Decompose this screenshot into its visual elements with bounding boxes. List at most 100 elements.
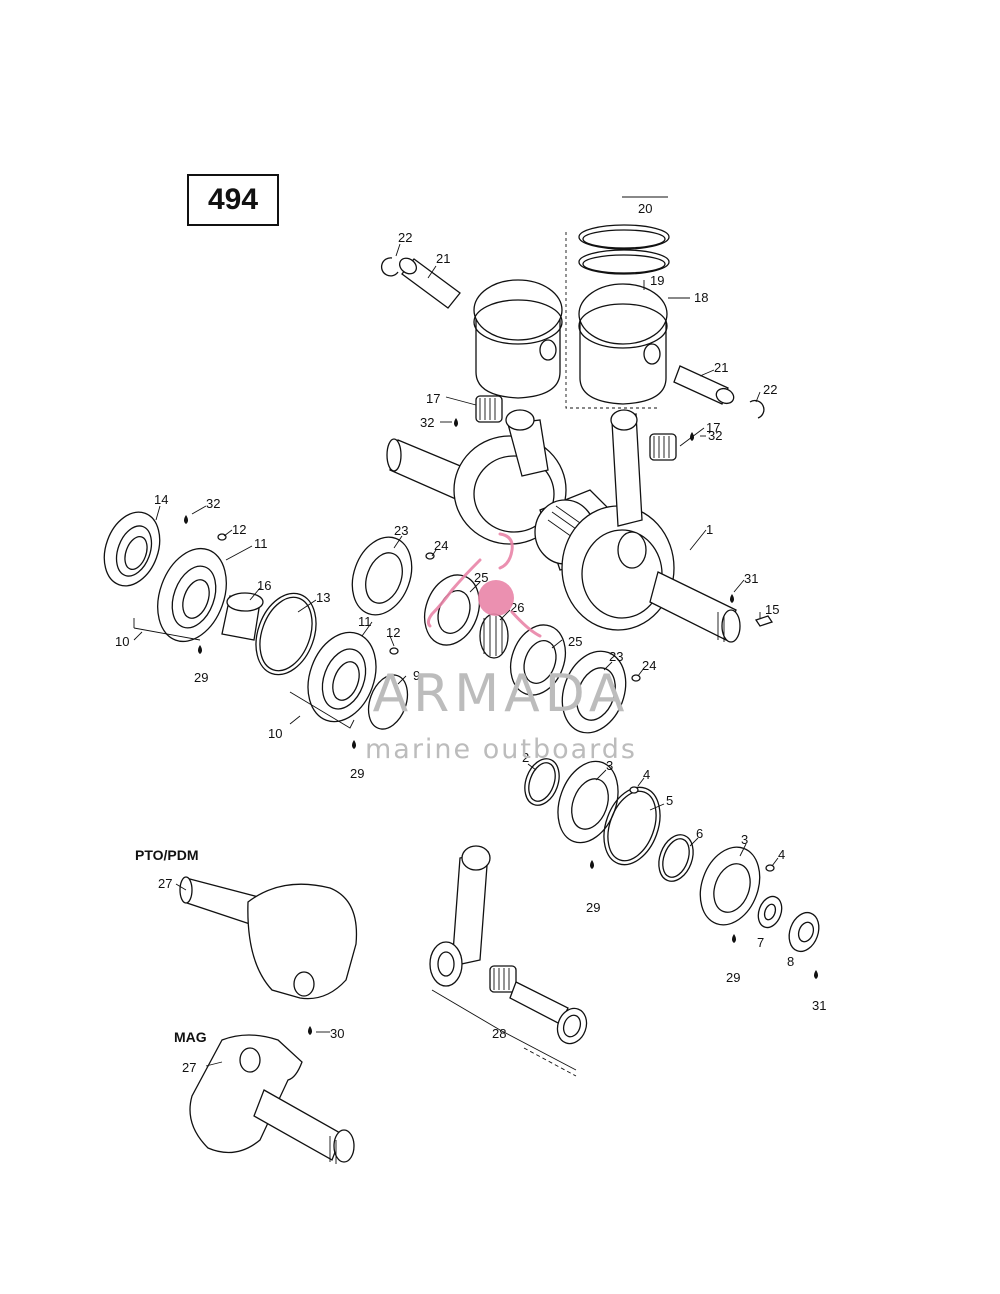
needle-bearing-right [649,433,677,461]
drop-icon [308,1026,312,1035]
washer-7 [757,895,783,929]
section-label-mag: MAG [174,1029,207,1045]
armada-logo-icon [426,532,542,638]
crankshaft-half-pto [179,876,358,1000]
callout-24: 24 [642,658,656,673]
callout-17: 17 [426,391,440,406]
piston-right [578,283,668,405]
callout-4: 4 [643,767,650,782]
ring-2 [524,758,560,806]
callout-12: 12 [386,625,400,640]
ring-5 [603,786,661,866]
callout-4: 4 [778,847,785,862]
callout-7: 7 [757,935,764,950]
callout-2: 2 [522,750,529,765]
bracket-10-lower [289,691,355,729]
callout-8: 8 [787,954,794,969]
callout-25: 25 [474,570,488,585]
callout-31: 31 [812,998,826,1013]
drop-icon [814,970,818,979]
callout-3: 3 [741,832,748,847]
bearing-23-lower [561,650,627,734]
callout-18: 18 [694,290,708,305]
callout-30: 30 [330,1026,344,1041]
callout-29: 29 [194,670,208,685]
pto-side-parts [103,511,641,730]
drop-icon [184,515,188,524]
connecting-rod-kit-28 [429,845,588,1077]
piston-pin-left [398,257,461,309]
bearing-3-upper [557,760,619,844]
crankshaft-assembly [386,409,741,643]
callout-29: 29 [726,970,740,985]
callout-31: 31 [744,571,758,586]
callout-32: 32 [708,428,722,443]
piston-ring-upper-inner [582,229,666,249]
callout-11: 11 [254,536,268,551]
mag-side-parts [524,615,820,953]
callout-22: 22 [763,382,777,397]
callout-15: 15 [765,602,779,617]
gear-26 [479,613,509,659]
callout-5: 5 [666,793,673,808]
callout-1: 1 [706,522,713,537]
drop-icon [352,740,356,749]
callout-21: 21 [714,360,728,375]
bearing-25-right [509,624,567,696]
callout-21: 21 [436,251,450,266]
ring-13 [255,592,317,676]
piston-group [381,224,765,461]
drop-icon [730,594,734,603]
needle-bearing-left [475,395,503,423]
drop-icon [198,645,202,654]
callout-labels: 1 2 3 3 4 4 5 6 7 8 9 10 10 11 11 12 12 … [115,201,826,1075]
nut-8 [788,911,820,953]
callout-28: 28 [492,1026,506,1041]
drop-icon [732,934,736,943]
piston-ring-upper [578,224,670,250]
ball-bearing-11-upper [157,547,227,643]
callout-24: 24 [434,538,448,553]
pin-24-lower [631,674,641,682]
callout-9: 9 [413,668,420,683]
section-label-pto: PTO/PDM [135,847,199,863]
callout-10: 10 [115,634,129,649]
callout-32: 32 [206,496,220,511]
callout-3: 3 [606,758,613,773]
callout-6: 6 [696,826,703,841]
callout-23: 23 [394,523,408,538]
circlip-right [749,399,765,419]
oil-seal-14 [103,511,161,587]
callout-25: 25 [568,634,582,649]
ring-9 [367,674,409,730]
callout-27: 27 [158,876,172,891]
callout-13: 13 [316,590,330,605]
callout-20: 20 [638,201,652,216]
pin-24-upper [425,552,435,560]
piston-pin-right [673,365,735,405]
callout-23: 23 [609,649,623,664]
pin-12-lower [389,647,399,655]
callout-10: 10 [268,726,282,741]
sleeve-16 [221,592,264,641]
callout-27: 27 [182,1060,196,1075]
ring-6 [658,834,694,882]
pin-4-lower [765,864,775,872]
circlip-left [381,257,399,277]
key-15 [754,615,774,627]
pin-4-upper [629,786,639,794]
bearing-23-upper [351,536,413,616]
bracket-10-upper [133,618,201,641]
callout-17: 17 [706,420,720,435]
callout-29: 29 [350,766,364,781]
callout-22: 22 [398,230,412,245]
crankshaft-half-mag [189,1034,355,1164]
piston-ring-lower [578,249,670,275]
piston-left [473,279,563,399]
callout-19: 19 [650,273,664,288]
callout-29: 29 [586,900,600,915]
callout-32: 32 [420,415,434,430]
callout-14: 14 [154,492,168,507]
callout-16: 16 [257,578,271,593]
